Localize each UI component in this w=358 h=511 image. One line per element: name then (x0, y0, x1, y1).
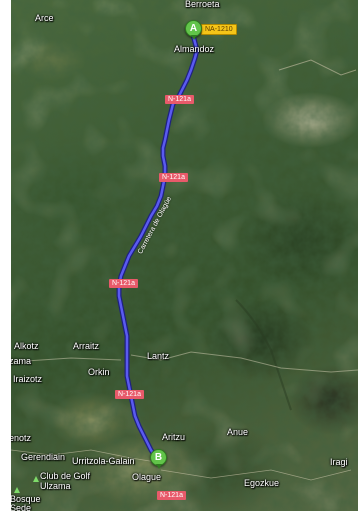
place-label-almandoz: Almandoz (174, 44, 215, 54)
place-label-arraitz: Arraitz (73, 341, 100, 351)
place-label-anue: Anue (227, 427, 249, 437)
route-start-marker[interactable]: A (185, 20, 202, 40)
place-label-iragi: Iragi (330, 457, 348, 467)
place-label-olague: Olague (132, 472, 162, 482)
place-label-bosque: Bosque (11, 494, 41, 504)
place-label-berroeta: Berroeta (185, 0, 220, 9)
road-shield-n121a: N-121a (115, 390, 144, 399)
place-label-iraizotz: Iraizotz (13, 374, 43, 384)
place-label-club-golf-line2: Ulzama (40, 481, 71, 491)
road-shield-n121a: N-121a (109, 279, 138, 288)
place-label-urritzola-galain: Urritzola-Galain (72, 456, 135, 466)
road-shield-n121a: N-121a (165, 95, 194, 104)
route-end-marker[interactable]: B (150, 449, 167, 469)
place-label-aritzu: Aritzu (162, 432, 186, 442)
place-label-orkin: Orkin (88, 367, 110, 377)
place-label-egozkue: Egozkue (244, 478, 280, 488)
place-label-enotz: enotz (11, 433, 32, 443)
place-label-arce: Arce (35, 13, 54, 23)
place-label-lantz: Lantz (147, 351, 170, 361)
place-label-zama: zama (11, 356, 32, 366)
place-label-club-golf-line1: Club de Golf (40, 471, 91, 481)
route-line[interactable] (11, 0, 358, 511)
place-label-sede: Sede (11, 503, 32, 511)
place-label-alkotz: Alkotz (14, 341, 39, 351)
place-label-gerendiain: Gerendiain (21, 452, 66, 462)
park-icon (33, 476, 39, 482)
park-icon (14, 487, 20, 493)
road-shield-n121a: N-121a (159, 173, 188, 182)
road-shield-na1210: NA-1210 (201, 24, 237, 35)
satellite-map[interactable]: Carretera de Olagüe Berroeta Arce Almand… (11, 0, 358, 511)
road-shield-n121a: N-121a (157, 491, 186, 500)
